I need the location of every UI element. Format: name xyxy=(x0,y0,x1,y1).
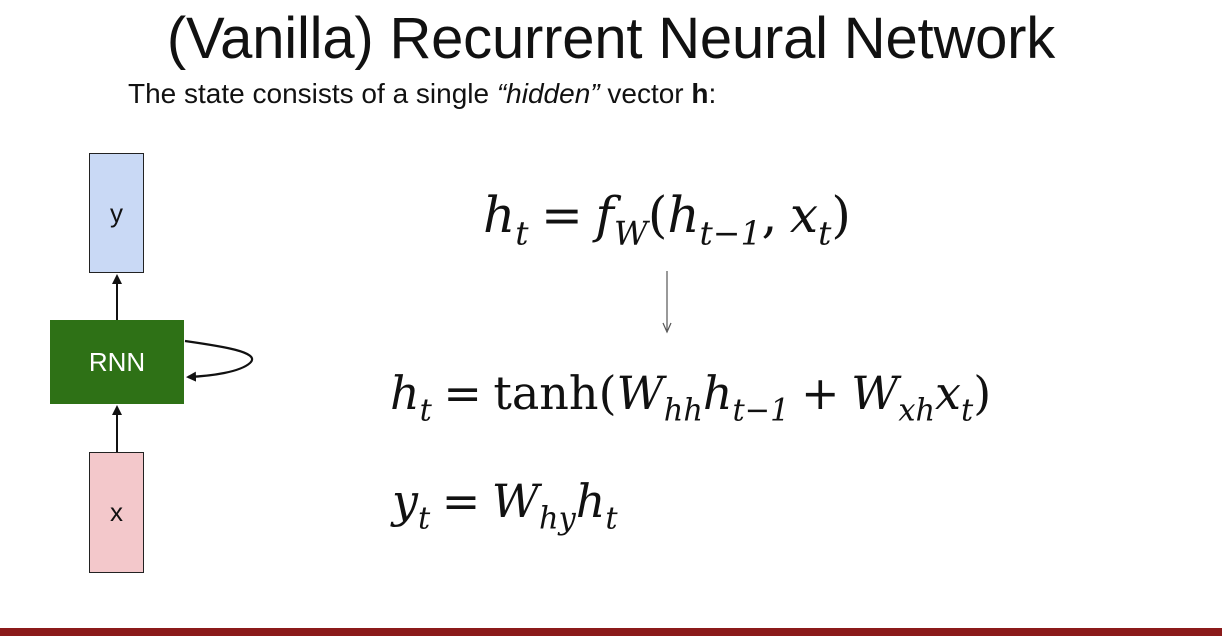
math-token: t xyxy=(605,501,618,537)
slide-title: (Vanilla) Recurrent Neural Network xyxy=(166,6,1056,71)
math-token: h xyxy=(575,474,606,528)
math-token: x xyxy=(935,366,961,420)
math-token: t xyxy=(515,213,529,253)
math-token: W xyxy=(616,366,664,420)
math-token: h xyxy=(667,186,700,244)
math-token: x xyxy=(789,186,819,244)
math-token: hy xyxy=(539,501,576,537)
equation-hidden-update: ht=tanh(Whhht−1+Wxhxt) xyxy=(390,370,991,426)
math-token: t xyxy=(960,393,974,429)
math-token: t xyxy=(419,393,432,429)
math-token: t xyxy=(818,213,832,253)
math-token: W xyxy=(491,474,540,528)
equation-recurrence: ht=fW(ht−1,xt) xyxy=(483,190,851,250)
math-token: xh xyxy=(898,393,936,429)
output-node-label: y xyxy=(110,197,123,228)
equation-flow-arrowhead xyxy=(662,322,672,334)
math-token: + xyxy=(801,366,840,420)
subtitle-bold: h xyxy=(691,78,709,109)
math-token: y xyxy=(392,474,418,528)
math-token: = xyxy=(540,186,583,244)
math-token: W xyxy=(851,366,899,420)
math-token: f xyxy=(595,186,614,244)
equation-output: yt=Whyht xyxy=(392,478,618,534)
math-token: h xyxy=(702,366,733,420)
math-token: ( xyxy=(598,366,617,420)
math-token: , xyxy=(761,186,778,244)
math-token: ) xyxy=(973,366,992,420)
subtitle-suffix: : xyxy=(708,78,717,109)
math-token: hh xyxy=(663,393,703,429)
math-token: = xyxy=(443,366,482,420)
rnn-cell-node: RNN xyxy=(50,320,184,404)
subtitle-emphasis: “hidden” xyxy=(496,78,600,109)
footer-bar xyxy=(0,628,1222,636)
output-node-y: y xyxy=(89,153,144,273)
math-token: h xyxy=(483,186,516,244)
rnn-cell-label: RNN xyxy=(88,346,146,377)
recurrent-loop-arrow xyxy=(184,339,254,382)
subtitle-middle: vector xyxy=(599,78,692,109)
math-token: h xyxy=(390,366,420,420)
input-node-x: x xyxy=(89,452,144,573)
math-token: ( xyxy=(647,186,668,244)
math-token: t−1 xyxy=(699,213,762,253)
math-token: t xyxy=(418,501,431,537)
math-token: W xyxy=(613,213,648,253)
math-token: tanh xyxy=(493,366,599,420)
slide-subtitle: The state consists of a single “hidden” … xyxy=(128,77,716,111)
math-token: ) xyxy=(831,186,851,244)
math-token: t−1 xyxy=(732,393,790,429)
math-token: = xyxy=(441,474,481,528)
subtitle-prefix: The state consists of a single xyxy=(128,78,497,109)
input-node-label: x xyxy=(110,497,123,527)
